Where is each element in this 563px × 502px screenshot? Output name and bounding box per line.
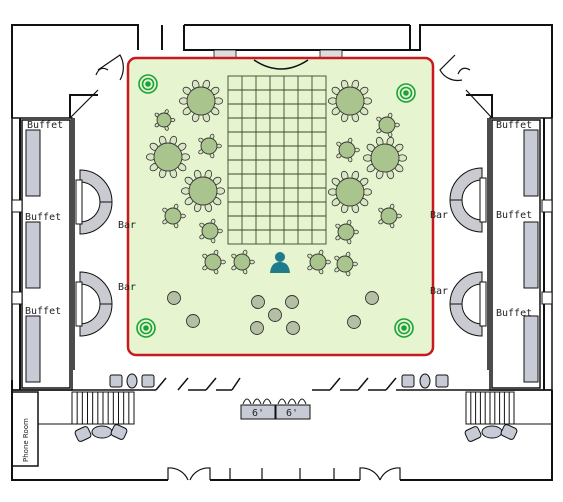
round-table-icon (145, 135, 191, 179)
round-table-icon (336, 137, 360, 163)
cocktail-table-icon (186, 314, 200, 328)
cocktail-table-icon (481, 425, 503, 439)
cocktail-table-icon (268, 308, 282, 322)
sofa-icon (110, 424, 128, 440)
table-6ft-1-label: 6' (252, 408, 264, 419)
stairs-left (71, 391, 135, 425)
bar-left-2 (75, 271, 113, 337)
sofa-left (74, 424, 128, 442)
speakers (136, 74, 416, 338)
bar-right-1 (449, 167, 487, 233)
chair-icon (435, 374, 449, 388)
chair-icon (109, 374, 123, 388)
buffet-left-3-label: Buffet (25, 306, 61, 317)
chair-icon (401, 374, 415, 388)
bottom-doors (167, 467, 401, 481)
event-area (126, 56, 435, 357)
round-table-icon (327, 170, 373, 214)
person-icon (270, 252, 290, 273)
door-swings (69, 54, 493, 119)
round-table-icon (180, 169, 226, 213)
round-tables (145, 79, 408, 277)
lounge-left (109, 373, 155, 389)
bar-right-2-label: Bar (430, 286, 448, 297)
sofa-icon (500, 424, 518, 440)
phone-room-label: Phone Room (22, 418, 30, 462)
bar-left-1-label: Bar (118, 220, 136, 231)
cocktail-table-icon (419, 373, 431, 389)
cocktail-table-icon (365, 291, 379, 305)
cocktail-table-icon (91, 425, 113, 439)
table-6ft-2-label: 6' (286, 408, 298, 419)
round-table-icon (162, 203, 186, 229)
cocktail-table-icon (347, 315, 361, 329)
buffet-right-3-label: Buffet (496, 308, 532, 319)
cocktail-table-icon (286, 321, 300, 335)
buffet-left-1-label: Buffet (27, 120, 63, 131)
cocktail-table-icon (251, 295, 265, 309)
lounge-right (401, 373, 449, 389)
left-buffet-tables (25, 129, 41, 383)
cocktail-table-icon (285, 295, 299, 309)
bar-right-2 (449, 271, 487, 337)
buffet-right-2-label: Buffet (496, 210, 532, 221)
cocktail-table-icon (250, 321, 264, 335)
phone-room (11, 391, 39, 467)
round-table-icon (178, 79, 224, 123)
sofa-right (464, 424, 518, 442)
buffet-left-2-label: Buffet (25, 212, 61, 223)
round-table-icon (199, 218, 223, 244)
cocktail-table-icon (167, 291, 181, 305)
right-buffet-wall (489, 117, 553, 391)
round-table-icon (231, 249, 255, 275)
round-table-icon (378, 203, 402, 229)
round-table-icon (327, 79, 373, 123)
bar-left-1 (75, 169, 113, 235)
sofa-icon (74, 426, 92, 442)
speaker-icon (138, 74, 158, 94)
lower-wall (12, 377, 552, 391)
round-table-icon (362, 136, 408, 180)
round-table-icon (307, 249, 331, 275)
round-table-icon (202, 249, 226, 275)
speaker-icon (136, 318, 156, 338)
dance-floor (227, 75, 327, 245)
round-table-icon (154, 109, 176, 131)
cocktail-tables (167, 291, 379, 335)
chair-icon (141, 374, 155, 388)
right-buffet-tables (523, 129, 539, 383)
speaker-icon (396, 83, 416, 103)
round-table-icon (376, 112, 400, 138)
stage-arc (253, 59, 309, 70)
round-table-icon (335, 219, 359, 245)
bar-right-1-label: Bar (430, 210, 448, 221)
round-table-icon (198, 133, 222, 159)
buffet-right-1-label: Buffet (496, 120, 532, 131)
stairs-right (465, 391, 515, 425)
entrance-tables: 6' 6' (240, 398, 311, 420)
bar-left-2-label: Bar (118, 282, 136, 293)
round-table-icon (334, 251, 358, 277)
sofa-icon (464, 426, 482, 442)
cocktail-table-icon (126, 373, 138, 389)
speaker-icon (394, 318, 414, 338)
